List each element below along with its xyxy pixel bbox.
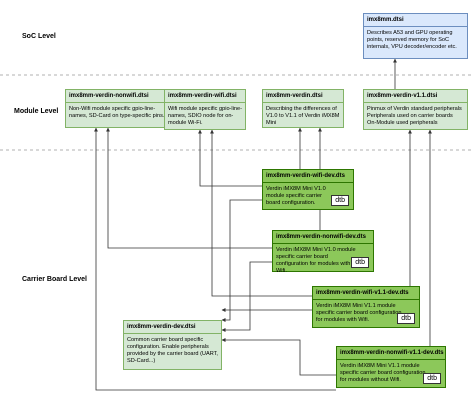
carrier-dev-dtsi-desc: Common carrier board specific configurat…: [127, 337, 218, 364]
carrier-dev-dtsi-box: imx8mm-verdin-dev.dtsi Common carrier bo…: [123, 320, 222, 370]
module-nonwifi-dtsi-box: imx8mm-verdin-nonwifi.dtsi Non-Wifi modu…: [65, 89, 173, 128]
edge-nonwifiv11-to-nonwifi: [94, 127, 336, 391]
edge-wifidev-to-devdtsi: [221, 199, 262, 322]
module-verdin-dtsi-box: imx8mm-verdin.dtsi Describing the differ…: [262, 89, 344, 128]
soc-dtsi-desc: Describes A53 and GPU operating points, …: [367, 30, 457, 50]
module-v11-dtsi-title: imx8mm-verdin-v1.1.dtsi: [364, 90, 467, 104]
level-label-carrier: Carrier Board Level: [22, 276, 87, 283]
module-nonwifi-dtsi-desc: Non-Wifi module specific gpio-line-names…: [69, 106, 165, 120]
dtb-badge: dtb: [351, 257, 369, 268]
carrier-nonwifi-dev-dts-title: imx8mm-verdin-nonwifi-dev.dts: [273, 231, 373, 245]
module-v11-dtsi-desc: Pinmux of Verdin standard peripherals Pe…: [367, 106, 462, 126]
carrier-nonwifi-dev-dts-box: imx8mm-verdin-nonwifi-dev.dts Verdin iMX…: [272, 230, 374, 274]
module-verdin-dtsi-title: imx8mm-verdin.dtsi: [263, 90, 343, 104]
carrier-nonwifi-v11-dev-dts-desc: Verdin iMX8M Mini V1.1 module specific c…: [340, 363, 426, 383]
module-wifi-dtsi-desc: Wifi module specific gpio-line-names, SD…: [168, 106, 242, 126]
soc-dtsi-title: imx8mm.dtsi: [364, 14, 467, 28]
carrier-wifi-v11-dev-dts-box: imx8mm-verdin-wifi-v1.1-dev.dts Verdin i…: [312, 286, 420, 328]
module-wifi-dtsi-title: imx8mm-verdin-wifi.dtsi: [165, 90, 245, 104]
edge-wifidev-to-wifi: [198, 129, 262, 187]
module-wifi-dtsi-box: imx8mm-verdin-wifi.dtsi Wifi module spec…: [164, 89, 246, 130]
edge-nonwifiv11-to-devdtsi: [221, 338, 336, 376]
soc-dtsi-box: imx8mm.dtsi Describes A53 and GPU operat…: [363, 13, 468, 59]
carrier-wifi-dev-dts-title: imx8mm-verdin-wifi-dev.dts: [263, 170, 353, 184]
level-label-module: Module Level: [14, 108, 59, 115]
module-nonwifi-dtsi-title: imx8mm-verdin-nonwifi.dtsi: [66, 90, 172, 104]
carrier-nonwifi-dev-dts-desc: Verdin iMX8M Mini V1.0 module specific c…: [276, 247, 356, 274]
dtb-badge: dtb: [331, 195, 349, 206]
module-v11-dtsi-box: imx8mm-verdin-v1.1.dtsi Pinmux of Verdin…: [363, 89, 468, 130]
edge-wifiv11-to-wifi: [210, 129, 312, 297]
carrier-wifi-v11-dev-dts-title: imx8mm-verdin-wifi-v1.1-dev.dts: [313, 287, 419, 301]
level-label-soc: SoC Level: [22, 33, 56, 40]
module-verdin-dtsi-desc: Describing the differences of V1.0 to V1…: [266, 106, 340, 126]
carrier-nonwifi-v11-dev-dts-box: imx8mm-verdin-nonwifi-v1.1-dev.dts Verdi…: [336, 346, 446, 388]
dtb-badge: dtb: [397, 313, 415, 324]
carrier-dev-dtsi-title: imx8mm-verdin-dev.dtsi: [124, 321, 221, 335]
dtb-badge: dtb: [423, 373, 441, 384]
carrier-wifi-dev-dts-desc: Verdin iMX8M Mini V1.0 module specific c…: [266, 186, 326, 206]
carrier-nonwifi-v11-dev-dts-title: imx8mm-verdin-nonwifi-v1.1-dev.dts: [337, 347, 445, 361]
edge-nonwifidev-to-nonwifi: [106, 127, 272, 249]
carrier-wifi-dev-dts-box: imx8mm-verdin-wifi-dev.dts Verdin iMX8M …: [262, 169, 354, 210]
carrier-wifi-v11-dev-dts-desc: Verdin iMX8M Mini V1.1 module specific c…: [316, 303, 402, 323]
